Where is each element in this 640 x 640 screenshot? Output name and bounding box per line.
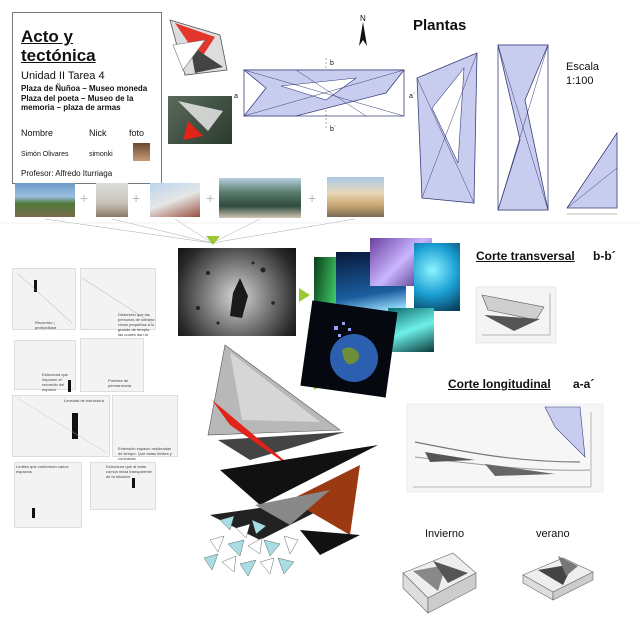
- corte-longitudinal-drawing: [406, 403, 604, 493]
- places-list: Plaza de Ñuñoa – Museo moneda Plaza del …: [21, 84, 148, 112]
- professor-label: Profesor: Alfredo Iturriaga: [21, 169, 113, 178]
- collage-blue-splash: [414, 243, 460, 311]
- site-photo-1: [15, 183, 75, 217]
- plan-triangle: [566, 131, 618, 215]
- plus-icon: +: [132, 190, 141, 206]
- site-photo-2: [96, 183, 128, 217]
- plan-vertical-right: [497, 44, 549, 211]
- model-photo-overlay: [178, 101, 223, 140]
- invierno-model: [402, 552, 477, 614]
- invierno-label: Invierno: [425, 528, 465, 540]
- col-nick-header: Nick: [89, 128, 107, 138]
- explosion-overlay: [196, 261, 275, 325]
- shard-composition: [203, 344, 378, 577]
- north-arrow-icon: [359, 22, 367, 46]
- title-line-2: tectónica: [21, 46, 96, 65]
- title-line-1: Acto y: [21, 27, 73, 46]
- scale-label: Escala: [566, 61, 600, 73]
- arrow-down-icon: [206, 236, 220, 245]
- section-mark-a2: a´: [409, 93, 416, 100]
- corte-longitudinal-title: Corte longitudinal: [448, 377, 551, 391]
- sketch-caption: Estructura que al estar común inicia tra…: [106, 464, 152, 479]
- plantas-title: Plantas: [413, 17, 467, 34]
- site-photo-4: [219, 178, 301, 218]
- corte-transversal-ref: b-b´: [593, 249, 616, 263]
- sketch-caption: Levedad de estructura: [64, 398, 104, 403]
- plus-icon: +: [308, 190, 317, 206]
- sketch-4: [80, 338, 144, 392]
- sketch-7: [14, 462, 82, 528]
- plus-icon: +: [206, 190, 215, 206]
- sketch-caption: Extensión espacio moldeadas de tiempo. Q…: [118, 446, 172, 461]
- student-photo: [133, 143, 150, 161]
- project-title: Acto y tectónica: [21, 27, 96, 65]
- section-mark-a: a: [234, 93, 238, 100]
- corte-longitudinal-ref: a-a´: [573, 377, 595, 391]
- model-top-view: [169, 19, 228, 76]
- sketch-2: [80, 268, 156, 330]
- verano-model: [522, 556, 594, 601]
- sketch-3: [14, 340, 76, 390]
- col-name-header: Nombre: [21, 128, 54, 138]
- sketch-caption: Estructura que imponen el recorrido del …: [42, 372, 69, 392]
- sketch-8: [90, 462, 156, 510]
- project-info-box: Acto y tectónica Unidad II Tarea 4 Plaza…: [12, 12, 162, 184]
- collage-earth: [330, 322, 378, 382]
- site-photo-5: [327, 177, 384, 217]
- scale-value: 1:100: [566, 75, 594, 87]
- plan-horizontal: [242, 58, 405, 130]
- verano-label: verano: [536, 528, 570, 540]
- arrow-right-icon: [299, 288, 310, 302]
- convergence-lines: [0, 218, 640, 244]
- student-name: Simón Olivares: [21, 151, 69, 158]
- corte-transversal-drawing: [475, 286, 557, 344]
- sketch-6: [112, 395, 178, 457]
- sketch-figures: [16, 272, 153, 518]
- sketch-caption: Puentes de permanencia: [108, 378, 132, 388]
- site-photo-3: [150, 183, 200, 217]
- corte-transversal-title: Corte transversal: [476, 249, 575, 263]
- north-label: N: [360, 14, 366, 23]
- sketch-5: [12, 395, 110, 457]
- section-mark-b2: b´: [330, 126, 337, 133]
- sketch-caption: Recorrido | profundidad: [35, 320, 57, 330]
- section-mark-b: b: [330, 60, 334, 67]
- plus-icon: +: [80, 190, 89, 206]
- student-nick: simonki: [89, 151, 113, 158]
- col-photo-header: foto: [129, 128, 145, 138]
- unit-label: Unidad II Tarea 4: [21, 70, 105, 82]
- plan-vertical-left: [416, 52, 478, 204]
- sketch-caption: Límites que conforman varios espacios: [16, 464, 69, 474]
